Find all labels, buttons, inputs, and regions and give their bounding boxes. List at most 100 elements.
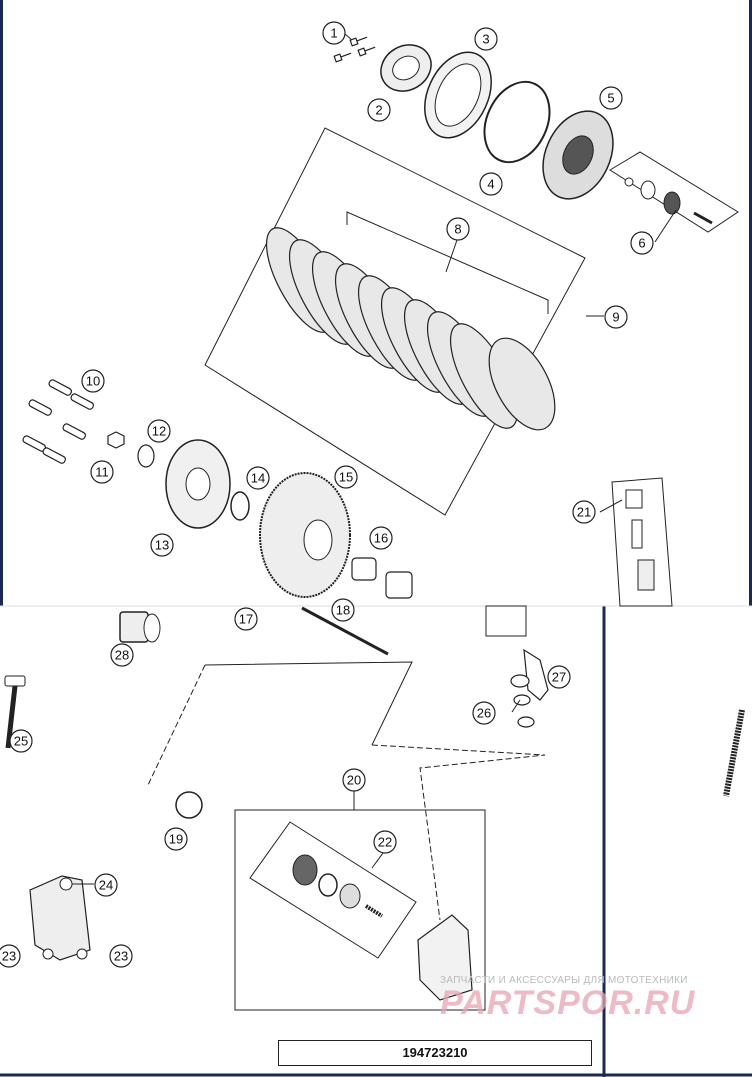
callout-circle	[164, 827, 188, 851]
washer-part-14	[230, 491, 250, 521]
callout-number: 22	[378, 835, 392, 850]
callout-24: 24	[94, 873, 118, 897]
callout-23: 23	[0, 944, 21, 968]
watermark-caption: ЗАПЧАСТИ И АКСЕССУАРЫ ДЛЯ МОТОТЕХНИКИ	[440, 975, 688, 986]
callout-circle	[90, 460, 114, 484]
callout-number: 20	[347, 773, 361, 788]
pressure-plate-part-2	[380, 44, 432, 92]
callout-circle	[472, 701, 496, 725]
callout-2: 2	[367, 98, 391, 122]
callout-6: 6	[630, 231, 654, 255]
callout-number: 15	[339, 470, 353, 485]
clutch-disc-pack-part-9	[204, 127, 586, 516]
callout-circle	[322, 21, 346, 45]
bolts-part-1	[333, 36, 376, 63]
callout-circle	[474, 27, 498, 51]
callout-circle	[599, 86, 623, 110]
callout-number: 11	[95, 465, 109, 480]
callout-12: 12	[147, 419, 171, 443]
callout-28: 28	[110, 643, 134, 667]
friction-disc-part-3	[424, 51, 492, 139]
callout-number: 8	[454, 222, 461, 237]
callout-circle	[9, 729, 33, 753]
callout-circle	[246, 466, 270, 490]
callout-number: 10	[86, 374, 100, 389]
bushings-part-16	[351, 557, 413, 599]
pressure-disc-part-5	[542, 110, 614, 200]
callout-circle	[367, 98, 391, 122]
piston-kit-part-22	[249, 821, 417, 959]
part-20-leader	[371, 744, 546, 921]
callout-number: 25	[14, 734, 28, 749]
gear-part-28	[119, 611, 161, 643]
slave-cylinder-body	[417, 914, 473, 1001]
partial-part-right-edge	[723, 709, 745, 797]
callout-circle	[81, 369, 105, 393]
callout-circle	[109, 944, 133, 968]
callout-circle	[547, 665, 571, 689]
callout-11: 11	[90, 460, 114, 484]
callout-circle	[630, 231, 654, 255]
callout-9: 9	[604, 305, 628, 329]
callout-14: 14	[246, 466, 270, 490]
callout-circle	[342, 768, 366, 792]
callout-17: 17	[234, 607, 258, 631]
watermark: ЗАПЧАСТИ И АКСЕССУАРЫ ДЛЯ МОТОТЕХНИКИ PA…	[440, 975, 750, 1020]
callout-22: 22	[373, 830, 397, 854]
callout-16: 16	[369, 526, 393, 550]
push-rod-part-18	[301, 606, 389, 656]
callout-circle	[604, 305, 628, 329]
watermark-brand: PARTSPOR.RU	[440, 984, 696, 1022]
callout-number: 2	[375, 103, 382, 118]
slave-cylinder-box-part-20	[234, 809, 486, 1011]
callout-18: 18	[331, 598, 355, 622]
callout-27: 27	[547, 665, 571, 689]
callout-number: 3	[482, 32, 489, 47]
callout-circle	[446, 217, 470, 241]
banjo-part-27	[510, 648, 549, 728]
callout-number: 27	[552, 670, 566, 685]
callout-circle	[479, 172, 503, 196]
washer-part-12	[137, 444, 155, 468]
callout-number: 14	[251, 471, 265, 486]
clutch-hub-part-13	[165, 439, 231, 529]
nut-part-11	[107, 431, 125, 449]
bolt-part-25	[4, 675, 26, 749]
callout-13: 13	[150, 533, 174, 557]
callout-circle	[572, 500, 596, 524]
callout-number: 12	[152, 424, 166, 439]
callout-circle	[147, 419, 171, 443]
rod-group-outline	[204, 661, 413, 746]
callout-number: 19	[169, 832, 183, 847]
callout-26: 26	[472, 701, 496, 725]
callout-19: 19	[164, 827, 188, 851]
cover-part-23-24	[29, 875, 91, 961]
callout-circle	[331, 598, 355, 622]
callout-3: 3	[474, 27, 498, 51]
callout-circle	[94, 873, 118, 897]
seal-part-26-box	[485, 605, 527, 637]
callout-5: 5	[599, 86, 623, 110]
wire-ring-part-4	[483, 80, 551, 164]
leader-lines	[72, 33, 677, 885]
callout-circle	[373, 830, 397, 854]
callout-number: 5	[607, 91, 614, 106]
callout-circle	[234, 607, 258, 631]
o-ring-part-19	[175, 791, 203, 819]
callout-number: 4	[487, 177, 494, 192]
callout-circle	[0, 944, 21, 968]
callout-number: 17	[239, 612, 253, 627]
callout-number: 18	[336, 603, 350, 618]
callout-number: 26	[477, 706, 491, 721]
callout-21: 21	[572, 500, 596, 524]
callout-number: 28	[115, 648, 129, 663]
callout-number: 23	[114, 949, 128, 964]
callout-circle	[334, 465, 358, 489]
callout-number: 13	[155, 538, 169, 553]
callout-circle	[110, 643, 134, 667]
callout-circle	[150, 533, 174, 557]
callout-4: 4	[479, 172, 503, 196]
